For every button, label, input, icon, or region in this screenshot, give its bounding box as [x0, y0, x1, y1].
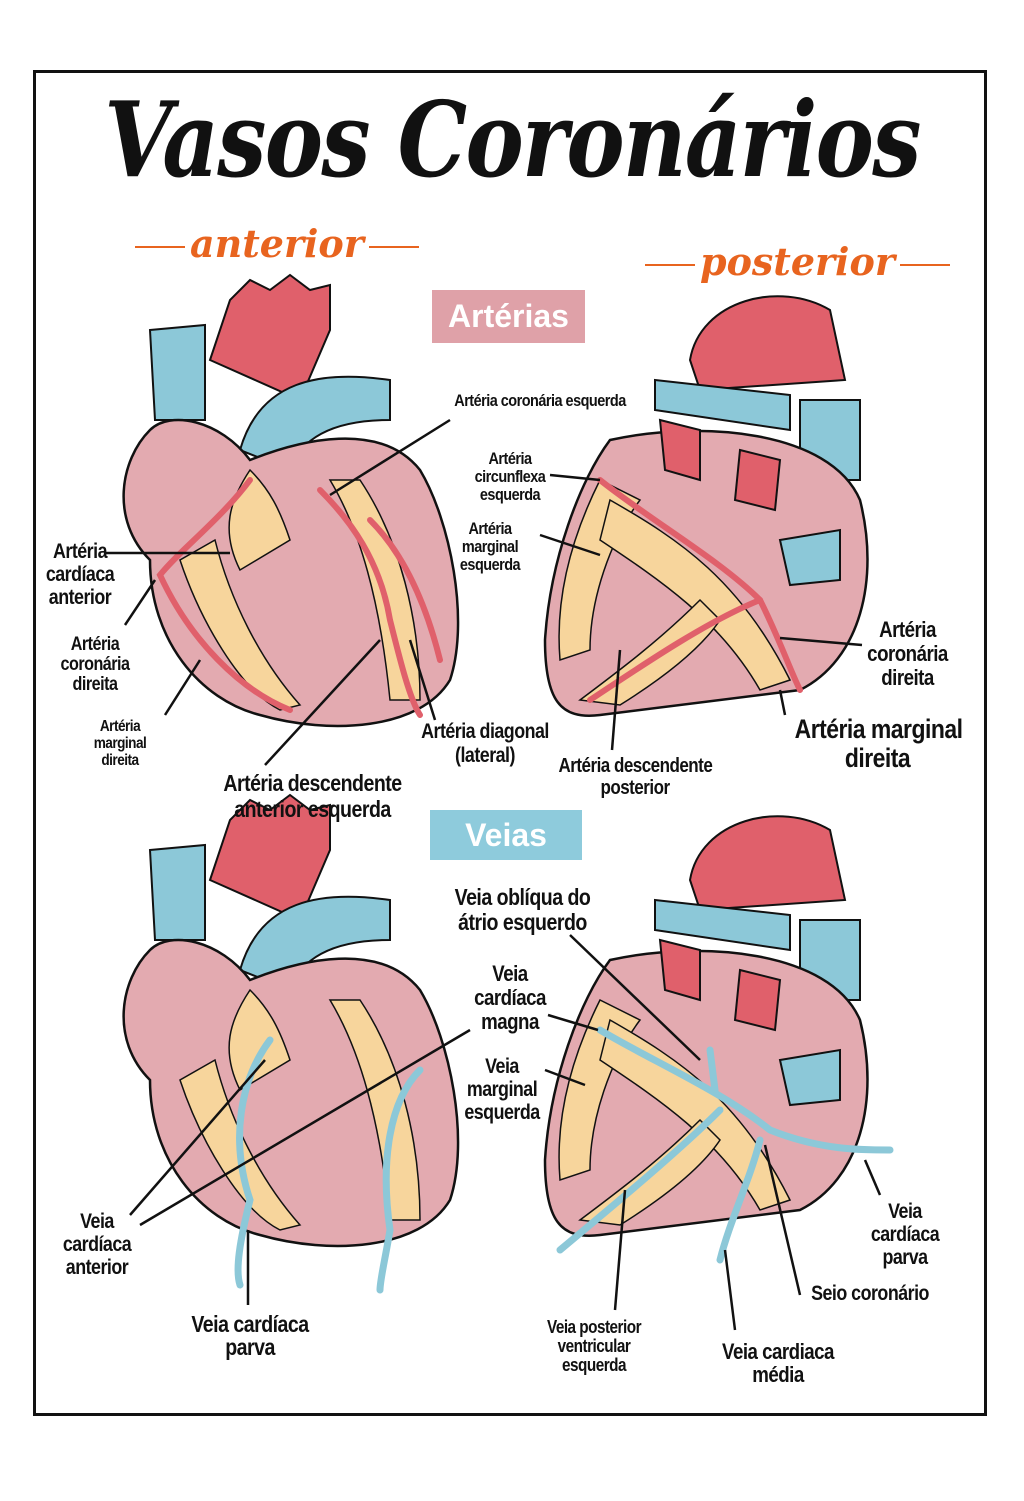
- poster-frame: [33, 70, 987, 1416]
- anterior-heart-arteries: [122, 273, 460, 728]
- label-arteria-coronaria-esquerda: Artéria coronária esquerda: [454, 391, 626, 410]
- anterior-heart-veins: [122, 793, 460, 1248]
- veins-section-tag: Veias: [430, 810, 582, 860]
- vein-vessels: [234, 1026, 894, 1294]
- posterior-heading: posterior: [645, 239, 950, 284]
- arteries-section-tag: Artérias: [432, 290, 585, 343]
- anterior-heading: anterior: [135, 221, 419, 266]
- leader-lines: [105, 418, 882, 1331]
- label-arteria-diagonal: Artéria diagonal(lateral): [421, 720, 549, 767]
- artery-vessels: [156, 477, 803, 718]
- page-title: Vasos Coronários: [104, 78, 921, 201]
- posterior-heart-veins: [543, 814, 869, 1237]
- label-seio-coronario: Seio coronário: [811, 1282, 929, 1305]
- posterior-heart-arteries: [543, 294, 869, 717]
